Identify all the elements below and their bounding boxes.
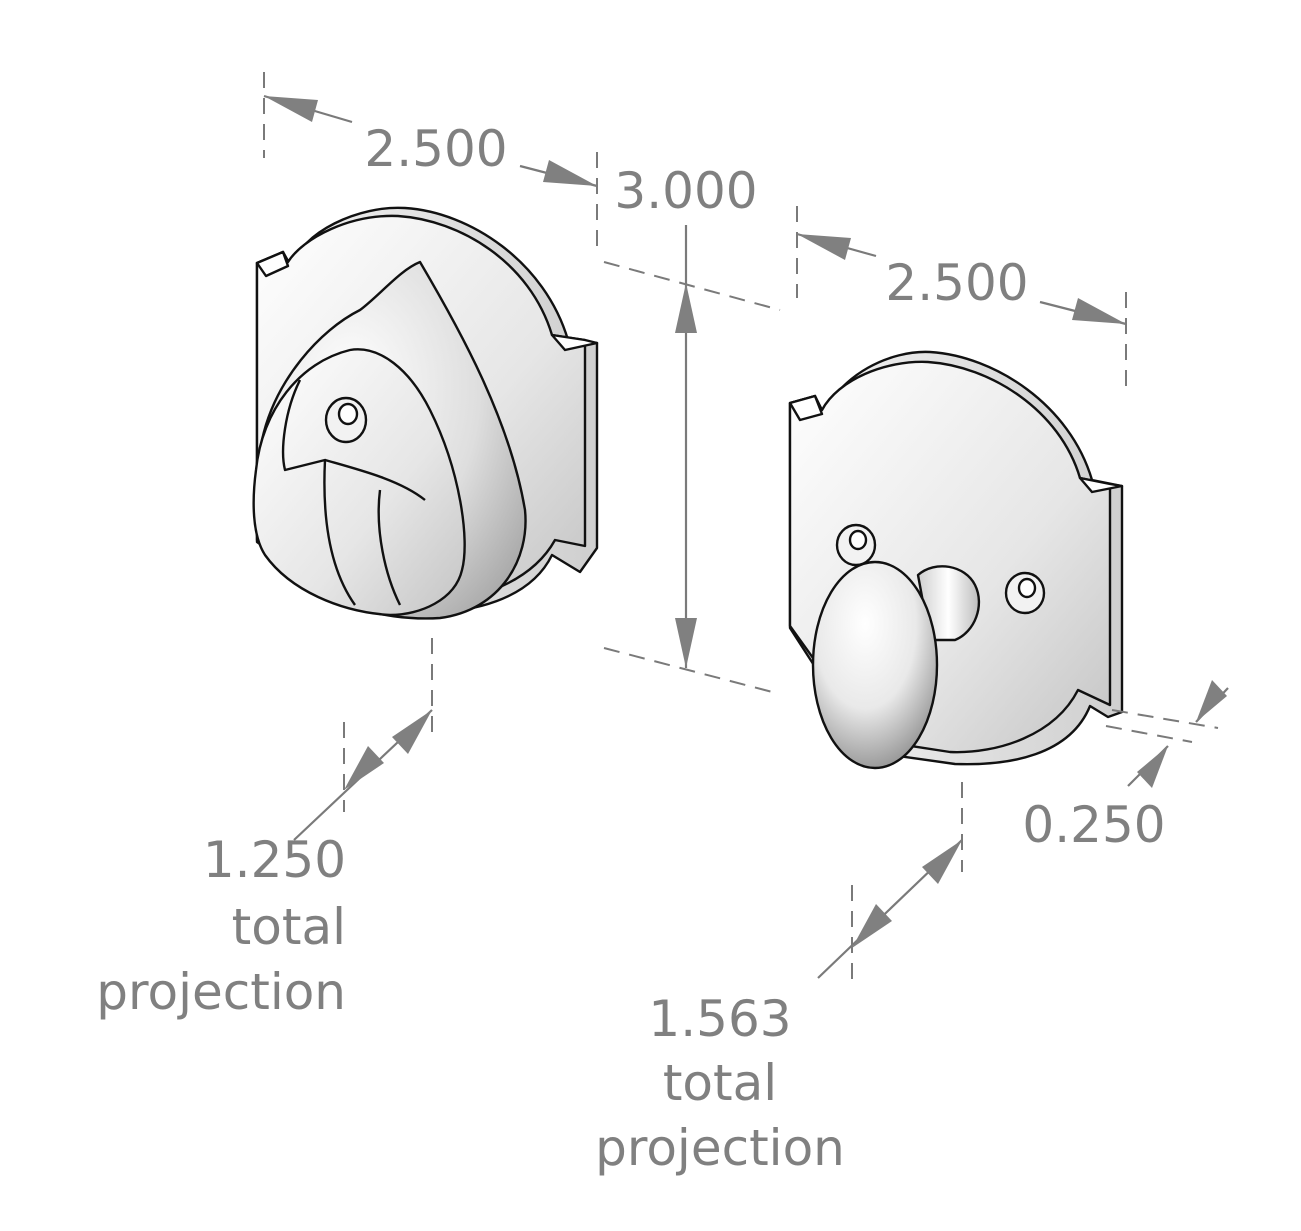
right-notch-right (1078, 476, 1124, 494)
left-deadbolt-exterior (252, 206, 599, 620)
left-cylinder-face (252, 348, 466, 617)
dim-left-width: 2.500 (364, 120, 507, 178)
dim-right-projection-line2: projection (595, 1119, 845, 1177)
left-notch-top (255, 250, 290, 278)
dim-right-projection-line1: total (663, 1054, 777, 1112)
dim-right-width: 2.500 (885, 254, 1028, 312)
thumbturn-knob (811, 560, 939, 770)
right-notch-top (788, 394, 824, 422)
left-screw-hole-inner (337, 402, 359, 426)
right-thumbturn-interior (788, 350, 1124, 770)
dimensions: 2.500 3.000 2.500 0.250 1.250 total proj… (96, 72, 1229, 1177)
dim-left-projection-value: 1.250 (203, 831, 346, 889)
thumbturn-stem (916, 565, 981, 642)
dim-left-projection-line1: total (232, 898, 346, 956)
dim-height: 3.000 (614, 162, 757, 220)
dim-plate-thickness: 0.250 (1022, 796, 1165, 854)
dim-left-projection-line2: projection (96, 963, 346, 1021)
left-notch-right (550, 333, 599, 352)
dim-right-projection-value: 1.563 (648, 990, 791, 1048)
